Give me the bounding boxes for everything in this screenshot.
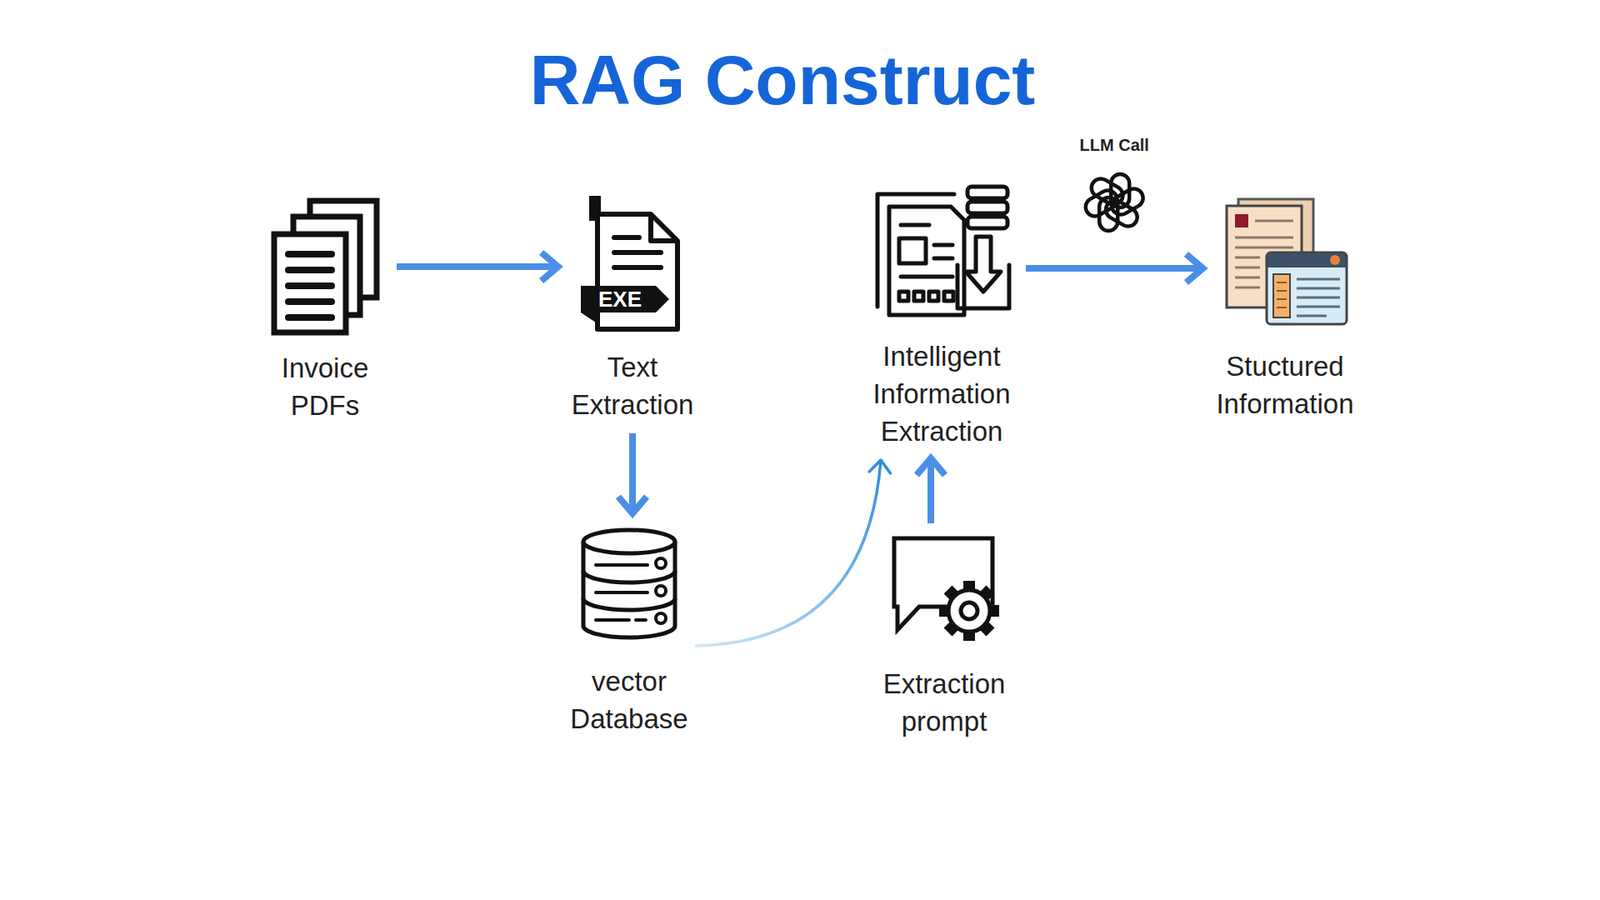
node-label: Text Extraction xyxy=(571,348,695,424)
flow-arrow xyxy=(916,458,945,524)
node-label: Stuctured Information xyxy=(1215,347,1354,423)
icon-space xyxy=(574,195,691,349)
icon-node: Invoice PDFs xyxy=(266,195,384,425)
flow-arrow xyxy=(1025,254,1203,283)
node-label: Invoice PDFs xyxy=(281,349,370,425)
database-icon xyxy=(570,523,688,645)
icon-space xyxy=(885,531,1003,665)
logo-petal xyxy=(1088,175,1127,208)
prompt-gear-icon xyxy=(885,531,1003,645)
document-stack-icon xyxy=(266,195,384,338)
node-label: vector Database xyxy=(570,662,688,738)
icon-space xyxy=(570,523,688,663)
flow-arrow xyxy=(396,252,559,281)
icon-space xyxy=(266,195,384,350)
icon-node: Extraction prompt xyxy=(883,531,1006,740)
file-type-tag: EXE xyxy=(598,288,642,310)
llm-logo xyxy=(1082,174,1147,231)
exe-file-icon xyxy=(574,195,691,334)
icon-node: Intelligent Information Extraction xyxy=(870,181,1013,450)
node-label: Extraction prompt xyxy=(883,665,1006,740)
edge-label: LLM Call xyxy=(1080,135,1150,155)
icon-space xyxy=(870,181,1013,338)
flow-arrow xyxy=(618,433,647,514)
structured-info-icon xyxy=(1218,195,1352,330)
diagram-title: RAG Construct xyxy=(530,40,1036,121)
extraction-icon xyxy=(870,181,1013,320)
icon-space xyxy=(1218,195,1352,348)
icon-node: Stuctured Information xyxy=(1215,195,1354,423)
icon-node: vector Database xyxy=(570,523,688,738)
curved-flow-arrow xyxy=(696,460,891,646)
node-label: Intelligent Information Extraction xyxy=(872,337,1010,450)
